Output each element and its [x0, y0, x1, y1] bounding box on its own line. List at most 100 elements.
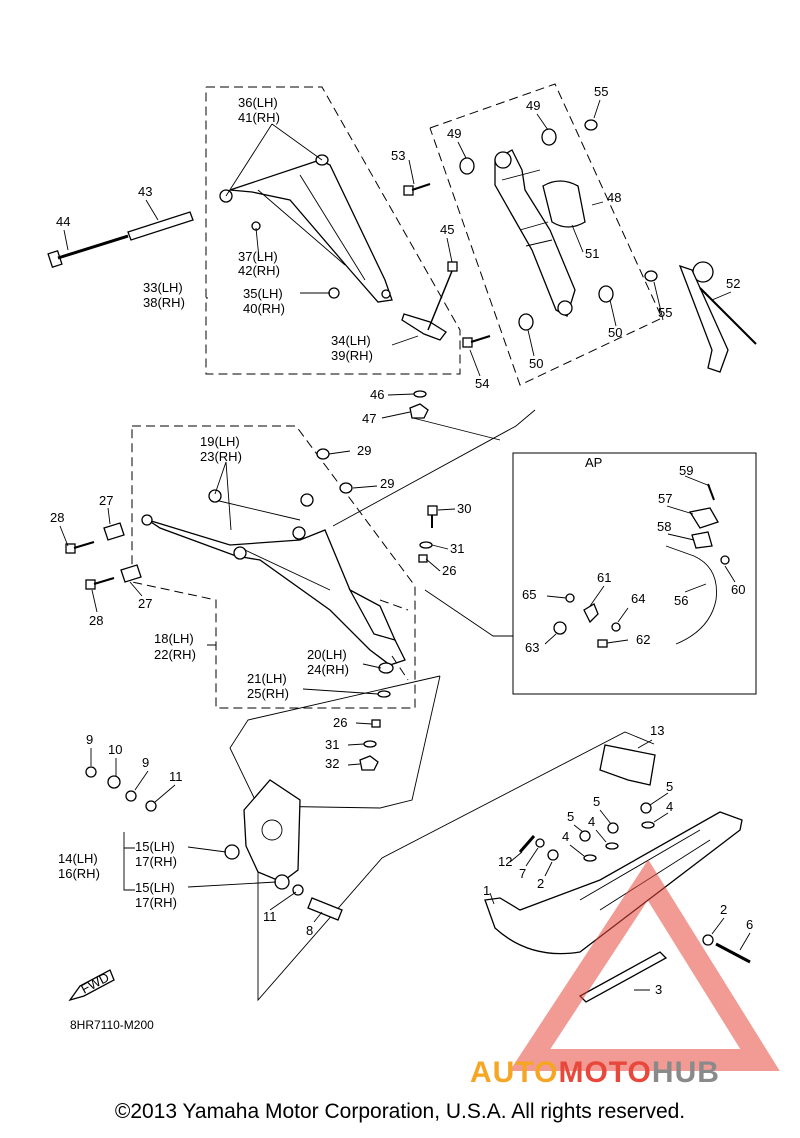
label-19: 19(LH): [200, 434, 240, 449]
washer-31a: [419, 541, 433, 549]
lower-dash-leaders: [379, 599, 409, 681]
label-22: 22(RH): [154, 647, 196, 662]
label-23: 23(RH): [200, 449, 242, 464]
collar-27b: [120, 564, 142, 583]
label-35: 35(LH): [243, 286, 283, 301]
watermark-moto: MOTO: [558, 1056, 652, 1089]
drawing-code: 8HR7110-M200: [70, 1018, 154, 1032]
bolt-65: [565, 593, 575, 603]
bolt-62: [597, 639, 608, 648]
label-17b: 17(RH): [135, 895, 177, 910]
bolt-30: [427, 505, 438, 528]
label-41: 41(RH): [238, 110, 280, 125]
lower-a-arm: [141, 489, 406, 666]
label-31a: 31: [450, 541, 464, 556]
label-62: 62: [636, 632, 650, 647]
washer-21-25: [377, 690, 391, 698]
label-29b: 29: [380, 476, 394, 491]
label-33: 33(LH): [143, 280, 183, 295]
label-21: 21(LH): [247, 671, 287, 686]
label-18: 18(LH): [154, 631, 194, 646]
washer-55b: [644, 270, 658, 282]
screw-12: [518, 835, 536, 853]
bolt-28b: [85, 577, 115, 590]
shock-group-box: [429, 83, 663, 386]
label-54: 54: [475, 376, 489, 391]
watermark-logo: [509, 859, 780, 1071]
label-9b: 9: [142, 755, 149, 770]
label-24: 24(RH): [307, 662, 349, 677]
label-20: 20(LH): [307, 647, 347, 662]
sleeve-51: [542, 180, 586, 228]
label-59: 59: [679, 463, 693, 478]
label-52: 52: [726, 276, 740, 291]
label-65: 65: [522, 587, 536, 602]
shaft-43: [127, 211, 194, 241]
label-48: 48: [607, 190, 621, 205]
bushing-9a: [85, 766, 97, 778]
label-10: 10: [108, 742, 122, 757]
collar-26b: [371, 719, 381, 728]
washer-55a: [584, 119, 598, 131]
fwd-arrow-icon: FWD: [68, 969, 115, 1002]
bushing-20-24: [378, 662, 394, 674]
watermark-triangle: [509, 859, 780, 1071]
ball-joint-34-39: [401, 313, 447, 341]
label-26a: 26: [442, 563, 456, 578]
label-11b: 11: [263, 909, 277, 924]
label-53: 53: [391, 148, 405, 163]
label-4b: 4: [562, 829, 569, 844]
bushing-9b: [125, 790, 137, 802]
label-leaders: [59, 99, 751, 991]
label-50a: 50: [608, 325, 622, 340]
washer-2a: [547, 849, 559, 861]
link-61: [583, 603, 599, 624]
label-63: 63: [525, 640, 539, 655]
collar-26a: [418, 554, 428, 563]
bushing-15-17a: [224, 844, 240, 860]
label-9a: 9: [86, 732, 93, 747]
bushing-50b: [598, 285, 614, 303]
label-14: 14(LH): [58, 851, 98, 866]
watermark-text: AUTOMOTOHUB: [470, 1056, 720, 1090]
label-49a: 49: [447, 126, 461, 141]
bolt-45: [427, 261, 458, 331]
label-15a: 15(LH): [135, 839, 175, 854]
label-12: 12: [498, 854, 512, 869]
spindle-14-16: [243, 779, 301, 883]
clip-58: [691, 531, 713, 549]
label-61: 61: [597, 570, 611, 585]
label-28a: 28: [50, 510, 64, 525]
bushing-50a: [518, 313, 534, 331]
shock-absorber-48: [494, 149, 576, 317]
label-5b: 5: [567, 809, 574, 824]
bushing-49b: [541, 128, 557, 146]
label-42: 42(RH): [238, 263, 280, 278]
leader-lines: [229, 409, 655, 1002]
bushing-29a: [316, 448, 330, 460]
label-57: 57: [658, 491, 672, 506]
label-15b: 15(LH): [135, 880, 175, 895]
collar-27a: [103, 522, 125, 541]
label-58: 58: [657, 519, 671, 534]
washer-11a: [145, 800, 157, 812]
label-36: 36(LH): [238, 95, 278, 110]
label-39: 39(RH): [331, 348, 373, 363]
label-44: 44: [56, 214, 70, 229]
bushing-49a: [459, 157, 475, 175]
cable-56: [665, 545, 717, 645]
label-45: 45: [440, 222, 454, 237]
label-55a: 55: [594, 84, 608, 99]
nut-35-40: [328, 287, 340, 299]
label-47: 47: [362, 411, 376, 426]
label-27a: 27: [99, 493, 113, 508]
label-26b: 26: [333, 715, 347, 730]
label-29a: 29: [357, 443, 371, 458]
label-5a: 5: [666, 779, 673, 794]
label-56: 56: [674, 593, 688, 608]
labels: 36(LH) 41(RH) 43 44 37(LH) 42(RH) 33(LH)…: [50, 84, 753, 997]
label-60: 60: [731, 582, 745, 597]
label-49b: 49: [526, 98, 540, 113]
svg-text:FWD: FWD: [78, 970, 111, 997]
nuts-5: [579, 802, 652, 842]
